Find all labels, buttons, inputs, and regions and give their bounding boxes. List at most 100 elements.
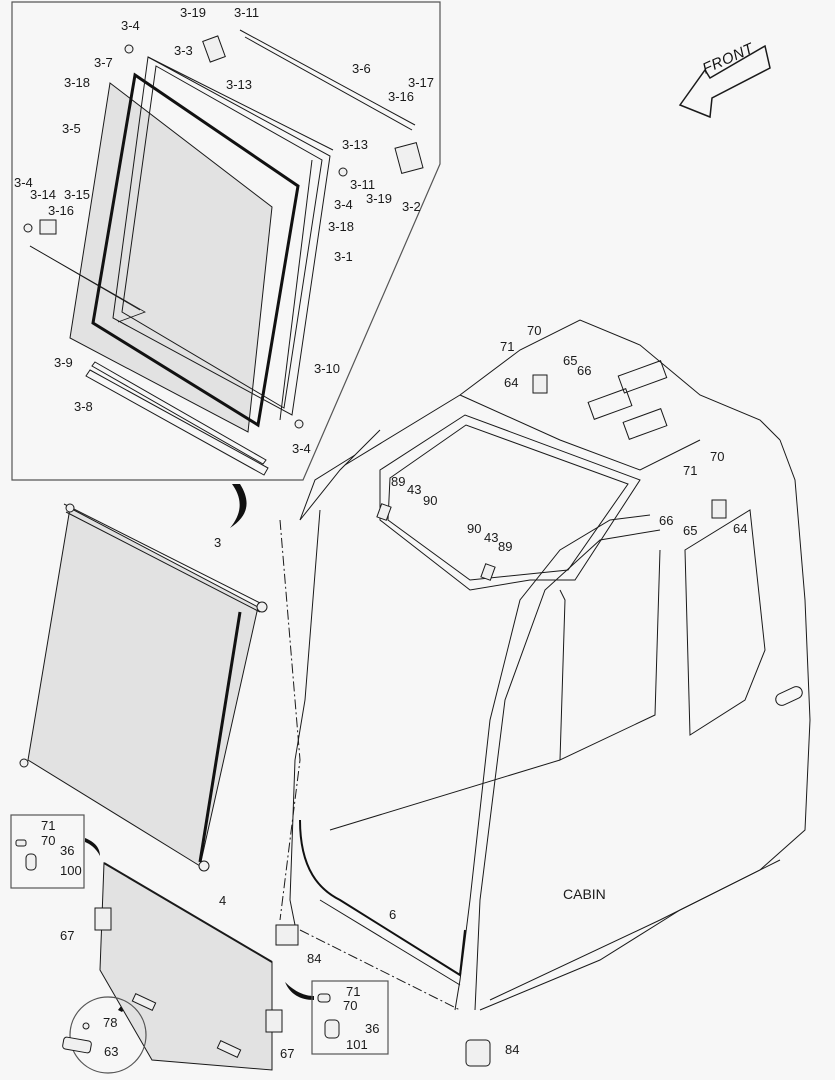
side-window-opening <box>684 509 766 736</box>
callout-3-18: 3-18 <box>328 219 355 234</box>
bushing-3-4 <box>338 167 348 177</box>
callout-6: 6 <box>389 907 397 922</box>
callout-64: 64 <box>733 521 748 536</box>
callout-89: 89 <box>391 474 406 489</box>
callout-101: 101 <box>346 1037 368 1052</box>
roof-window-opening <box>379 414 641 591</box>
detail-circle-guide-63 <box>69 996 147 1074</box>
callout-3-5: 3-5 <box>62 121 81 136</box>
callout-78: 78 <box>103 1015 118 1030</box>
bushing-3-4 <box>23 223 33 233</box>
callout-3-1: 3-1 <box>334 249 353 264</box>
glass-pane-3-5 <box>69 82 273 433</box>
callout-100: 100 <box>60 863 82 878</box>
callout-36: 36 <box>60 843 75 858</box>
door-handle <box>775 686 803 706</box>
detail-box-latch-101 <box>311 980 389 1055</box>
cabin-label: CABIN <box>563 886 606 902</box>
callout-43: 43 <box>407 482 422 497</box>
callout-90: 90 <box>423 493 438 508</box>
transfer-arrow-icon <box>230 484 247 528</box>
callout-70: 70 <box>343 998 358 1013</box>
window-frame-3-1 <box>112 56 331 416</box>
seal-strip-3-8 <box>85 369 269 476</box>
callout-64: 64 <box>504 375 519 390</box>
callout-65: 65 <box>683 523 698 538</box>
callout-3-9: 3-9 <box>54 355 73 370</box>
callout-71: 71 <box>346 984 361 999</box>
latch-100 <box>25 853 37 871</box>
callout-3: 3 <box>214 535 222 550</box>
callout-4: 4 <box>219 893 227 908</box>
callout-3-4: 3-4 <box>292 441 311 456</box>
inset-window-assembly-frame <box>11 1 441 481</box>
door-seal-6 <box>299 819 466 977</box>
callout-3-19: 3-19 <box>180 5 207 20</box>
seal-strip-3-9 <box>91 361 267 465</box>
cap-70 <box>317 993 331 1003</box>
hinge-3-3 <box>202 35 226 63</box>
callout-84: 84 <box>505 1042 520 1057</box>
cabin-body <box>275 319 811 1067</box>
transfer-arrow-icon <box>285 982 314 1000</box>
guide-63 <box>62 1036 92 1054</box>
callout-3-4: 3-4 <box>121 18 140 33</box>
callout-71: 71 <box>683 463 698 478</box>
window-frame-3-1-inner <box>121 65 323 409</box>
callout-66: 66 <box>577 363 592 378</box>
callout-3-16: 3-16 <box>388 89 415 104</box>
callout-90: 90 <box>467 521 482 536</box>
callout-3-16: 3-16 <box>48 203 75 218</box>
callout-66: 66 <box>659 513 674 528</box>
bracket-64 <box>532 374 548 394</box>
callout-71: 71 <box>41 818 56 833</box>
callout-70: 70 <box>41 833 56 848</box>
callout-3-8: 3-8 <box>74 399 93 414</box>
guide-63 <box>216 1040 242 1058</box>
callout-43: 43 <box>484 530 499 545</box>
rail-3-6 <box>239 29 416 126</box>
front-direction-arrow-icon <box>678 44 771 119</box>
bushing-3-4 <box>294 419 304 429</box>
callout-63: 63 <box>104 1044 119 1059</box>
stay-89 <box>480 563 496 581</box>
bushing-3-4 <box>124 44 134 54</box>
window-assembly-3 <box>27 507 259 867</box>
callout-3-2: 3-2 <box>402 199 421 214</box>
callout-65: 65 <box>563 353 578 368</box>
callout-84: 84 <box>307 951 322 966</box>
callout-67: 67 <box>60 928 75 943</box>
callout-89: 89 <box>498 539 513 554</box>
transfer-arrow-icon <box>85 838 100 856</box>
callout-3-3: 3-3 <box>174 43 193 58</box>
callout-70: 70 <box>710 449 725 464</box>
seal-3-7 <box>91 72 300 428</box>
callout-3-17: 3-17 <box>408 75 435 90</box>
stopper-67 <box>265 1009 283 1033</box>
screw-78 <box>82 1022 90 1030</box>
callout-70: 70 <box>527 323 542 338</box>
callout-3-14: 3-14 <box>30 187 57 202</box>
latch-101 <box>324 1019 340 1039</box>
detail-box-latch-100 <box>10 814 85 889</box>
callout-36: 36 <box>365 1021 380 1036</box>
callout-67: 67 <box>280 1046 295 1061</box>
stay-89 <box>376 503 392 521</box>
callout-3-13: 3-13 <box>342 137 369 152</box>
bracket-3-14 <box>39 219 57 235</box>
callout-3-6: 3-6 <box>352 61 371 76</box>
cushion-84 <box>465 1039 491 1067</box>
callout-71: 71 <box>500 339 515 354</box>
callout-3-7: 3-7 <box>94 55 113 70</box>
guide-63 <box>131 993 157 1011</box>
callout-3-13: 3-13 <box>226 77 253 92</box>
stopper-67 <box>94 907 112 931</box>
callout-3-4: 3-4 <box>334 197 353 212</box>
callout-3-19: 3-19 <box>366 191 393 206</box>
callout-3-10: 3-10 <box>314 361 341 376</box>
callout-3-11: 3-11 <box>350 177 376 192</box>
callout-3-4: 3-4 <box>14 175 33 190</box>
callout-3-11: 3-11 <box>234 5 260 20</box>
callout-3-15: 3-15 <box>64 187 91 202</box>
